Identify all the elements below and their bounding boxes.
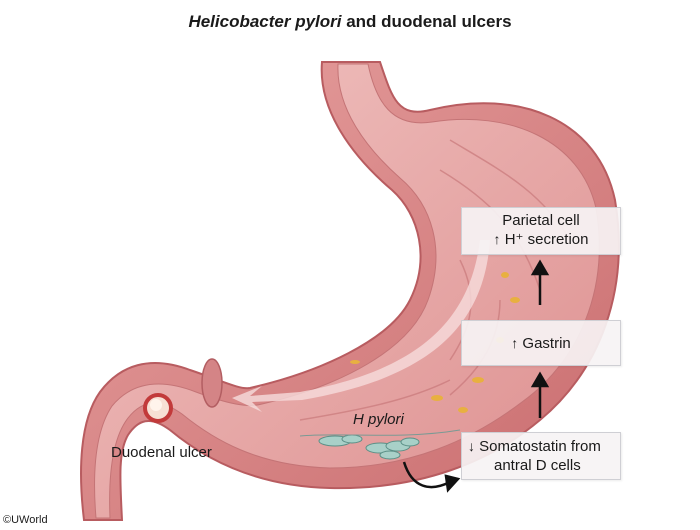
down-arrow-icon: ↓ bbox=[468, 438, 475, 454]
flow-arrow bbox=[232, 240, 490, 412]
gastrin-text: Gastrin bbox=[522, 335, 571, 352]
parietal-line1: Parietal cell bbox=[502, 212, 580, 229]
hpylori-bacteria bbox=[318, 434, 420, 460]
pylorus bbox=[201, 358, 223, 408]
up-arrow-icon: ↑ bbox=[493, 231, 501, 247]
copyright: ©UWorld bbox=[3, 514, 48, 526]
parietal-box: Parietal cell ↑ H⁺ secretion bbox=[461, 207, 621, 255]
gastrin-box: ↑ Gastrin bbox=[461, 320, 621, 366]
up-arrow-icon: ↑ bbox=[511, 335, 519, 351]
soma-line1: Somatostatin from bbox=[479, 438, 601, 455]
ulcer-lesion bbox=[143, 393, 173, 423]
title-rest: and duodenal ulcers bbox=[341, 12, 512, 31]
parietal-line2-wrap: ↑ H⁺ secretion bbox=[462, 230, 620, 249]
soma-line2: antral D cells bbox=[494, 457, 581, 474]
hpylori-label: H pylori bbox=[353, 411, 404, 428]
somatostatin-box: ↓ Somatostatin from antral D cells bbox=[461, 432, 621, 480]
soma-line1-wrap: ↓ Somatostatin from bbox=[468, 437, 620, 456]
duodenal-ulcer-label: Duodenal ulcer bbox=[111, 444, 212, 461]
arrow-hp-to-soma bbox=[402, 461, 451, 489]
figure-title: Helicobacter pylori and duodenal ulcers bbox=[0, 12, 700, 32]
title-italic: Helicobacter pylori bbox=[188, 12, 342, 31]
parietal-line2: H⁺ secretion bbox=[504, 231, 589, 248]
